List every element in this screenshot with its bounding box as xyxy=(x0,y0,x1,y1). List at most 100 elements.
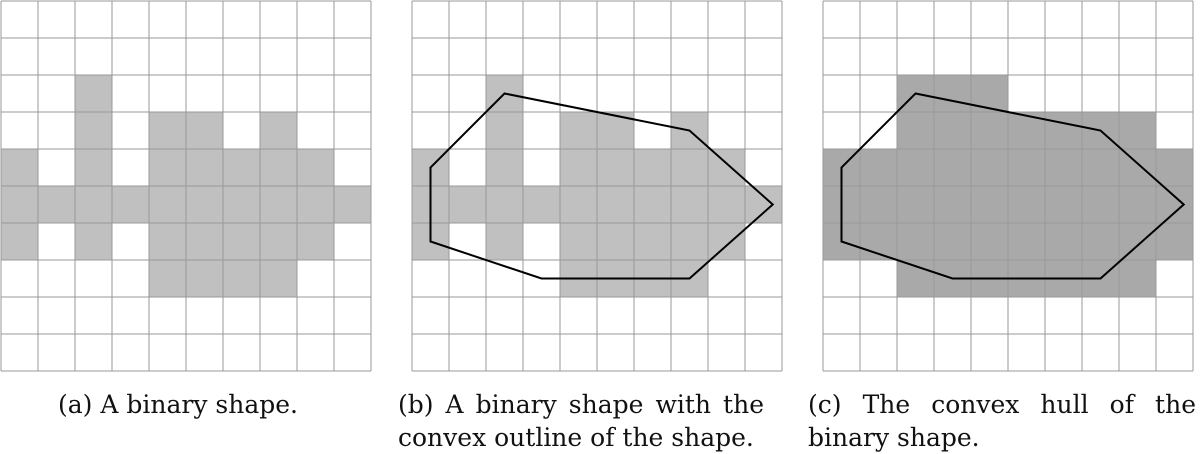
filled-cell xyxy=(260,186,297,223)
filled-cell xyxy=(260,260,297,297)
filled-cell xyxy=(1119,260,1156,297)
filled-cell xyxy=(297,149,334,186)
filled-cell xyxy=(149,186,186,223)
filled-cell xyxy=(971,186,1008,223)
filled-cell xyxy=(75,223,112,260)
filled-cell xyxy=(1008,149,1045,186)
filled-cell xyxy=(486,186,523,223)
filled-cell xyxy=(149,112,186,149)
panel-binary-shape xyxy=(0,0,374,372)
filled-cell xyxy=(1156,223,1193,260)
filled-cell xyxy=(1,223,38,260)
filled-cell xyxy=(75,186,112,223)
grid-lines xyxy=(822,0,1194,372)
filled-cell xyxy=(75,112,112,149)
filled-cell xyxy=(186,149,223,186)
filled-cell xyxy=(708,149,745,186)
filled-cell xyxy=(708,186,745,223)
filled-cell xyxy=(671,223,708,260)
filled-cell xyxy=(297,223,334,260)
filled-cell xyxy=(186,186,223,223)
filled-cell xyxy=(486,149,523,186)
filled-cell xyxy=(597,223,634,260)
filled-cell xyxy=(971,149,1008,186)
grid-lines xyxy=(411,0,783,372)
filled-cells xyxy=(1,75,371,297)
filled-cell xyxy=(560,112,597,149)
filled-cell xyxy=(1045,223,1082,260)
convex-outline xyxy=(429,92,775,280)
filled-cell xyxy=(486,112,523,149)
panel-shape-with-outline xyxy=(411,0,785,372)
filled-cell xyxy=(934,186,971,223)
filled-cell xyxy=(934,149,971,186)
filled-cell xyxy=(297,186,334,223)
shape-with-outline-grid xyxy=(411,0,783,372)
filled-cell xyxy=(897,223,934,260)
filled-cell xyxy=(1119,112,1156,149)
filled-cell xyxy=(897,112,934,149)
filled-cell xyxy=(75,149,112,186)
filled-cell xyxy=(1082,223,1119,260)
filled-cell xyxy=(1045,149,1082,186)
filled-cell xyxy=(634,223,671,260)
filled-cell xyxy=(149,260,186,297)
filled-cell xyxy=(560,149,597,186)
filled-cell xyxy=(334,186,371,223)
filled-cell xyxy=(597,149,634,186)
filled-cell xyxy=(1045,186,1082,223)
filled-cell xyxy=(186,112,223,149)
filled-cell xyxy=(449,186,486,223)
filled-cell xyxy=(486,223,523,260)
filled-cell xyxy=(38,186,75,223)
panel-convex-hull xyxy=(822,0,1196,372)
convex-hull-grid xyxy=(822,0,1194,372)
filled-cells xyxy=(823,75,1193,297)
filled-cell xyxy=(934,112,971,149)
filled-cell xyxy=(671,149,708,186)
filled-cell xyxy=(1,149,38,186)
filled-cell xyxy=(634,186,671,223)
caption-b: (b) A binary shape with the convex outli… xyxy=(398,390,764,452)
filled-cell xyxy=(971,112,1008,149)
caption-a: (a) A binary shape. xyxy=(58,390,298,419)
filled-cell xyxy=(260,149,297,186)
filled-cell xyxy=(223,149,260,186)
convex-outline xyxy=(840,92,1186,280)
filled-cell xyxy=(971,223,1008,260)
filled-cell xyxy=(1156,149,1193,186)
binary-shape-grid xyxy=(0,0,372,372)
filled-cell xyxy=(1119,223,1156,260)
filled-cell xyxy=(934,75,971,112)
filled-cell xyxy=(75,75,112,112)
filled-cell xyxy=(897,186,934,223)
filled-cell xyxy=(112,186,149,223)
filled-cell xyxy=(186,260,223,297)
filled-cell xyxy=(860,149,897,186)
filled-cell xyxy=(186,223,223,260)
filled-cell xyxy=(223,186,260,223)
filled-cell xyxy=(1008,186,1045,223)
filled-cell xyxy=(1156,186,1193,223)
filled-cell xyxy=(523,186,560,223)
filled-cell xyxy=(1119,186,1156,223)
filled-cell xyxy=(260,112,297,149)
filled-cell xyxy=(634,149,671,186)
filled-cell xyxy=(745,186,782,223)
filled-cell xyxy=(597,186,634,223)
filled-cell xyxy=(1008,223,1045,260)
filled-cell xyxy=(149,149,186,186)
filled-cell xyxy=(260,223,297,260)
filled-cell xyxy=(897,149,934,186)
filled-cell xyxy=(223,223,260,260)
filled-cell xyxy=(560,186,597,223)
grid-lines xyxy=(0,0,372,372)
filled-cell xyxy=(1,186,38,223)
filled-cell xyxy=(1082,186,1119,223)
filled-cell xyxy=(1045,112,1082,149)
filled-cell xyxy=(860,186,897,223)
filled-cell xyxy=(149,223,186,260)
filled-cell xyxy=(223,260,260,297)
filled-cell xyxy=(934,223,971,260)
filled-cell xyxy=(671,186,708,223)
